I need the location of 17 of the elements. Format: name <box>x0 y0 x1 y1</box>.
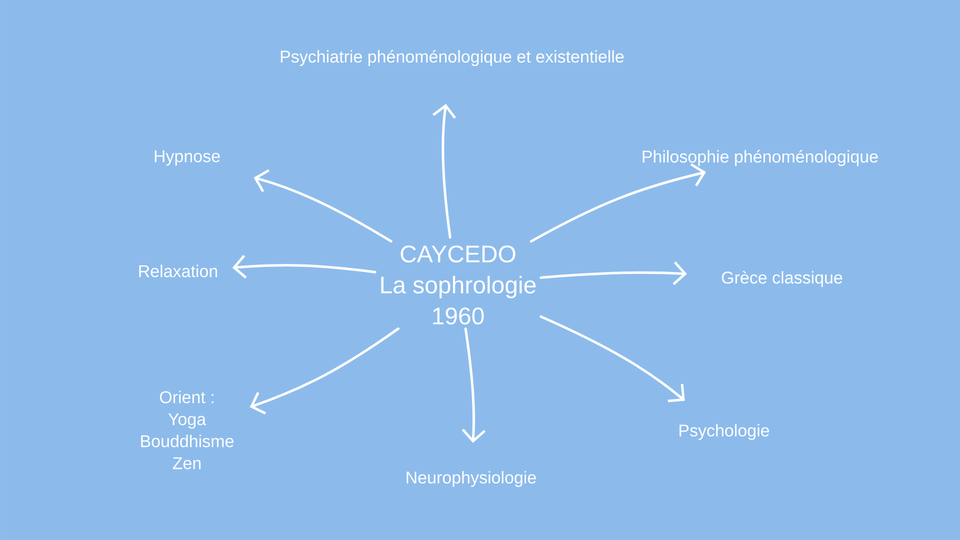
arrow <box>540 261 687 286</box>
arrow <box>232 254 376 279</box>
title-text: CAYCEDO La sophrologie 1960 <box>381 246 536 324</box>
topic-label: Psychologie <box>680 424 770 440</box>
arrow <box>432 104 456 239</box>
topic-label: Grèce classique <box>722 270 842 288</box>
topic-label: Psychiatrie phénoménologique et existentielle <box>280 50 624 66</box>
arrow <box>540 315 685 402</box>
topic-label: Orient : Yoga Bouddhisme Zen <box>141 390 234 470</box>
topic-label: Hypnose <box>154 150 220 166</box>
arrow <box>254 169 392 243</box>
topic-label: Relaxation <box>139 264 218 278</box>
topic-label: Philosophie phénoménologique <box>642 150 878 166</box>
arrow <box>530 163 706 243</box>
topic-label: Neurophysiologie <box>406 471 536 487</box>
arrow <box>250 327 400 414</box>
arrow <box>462 327 486 443</box>
